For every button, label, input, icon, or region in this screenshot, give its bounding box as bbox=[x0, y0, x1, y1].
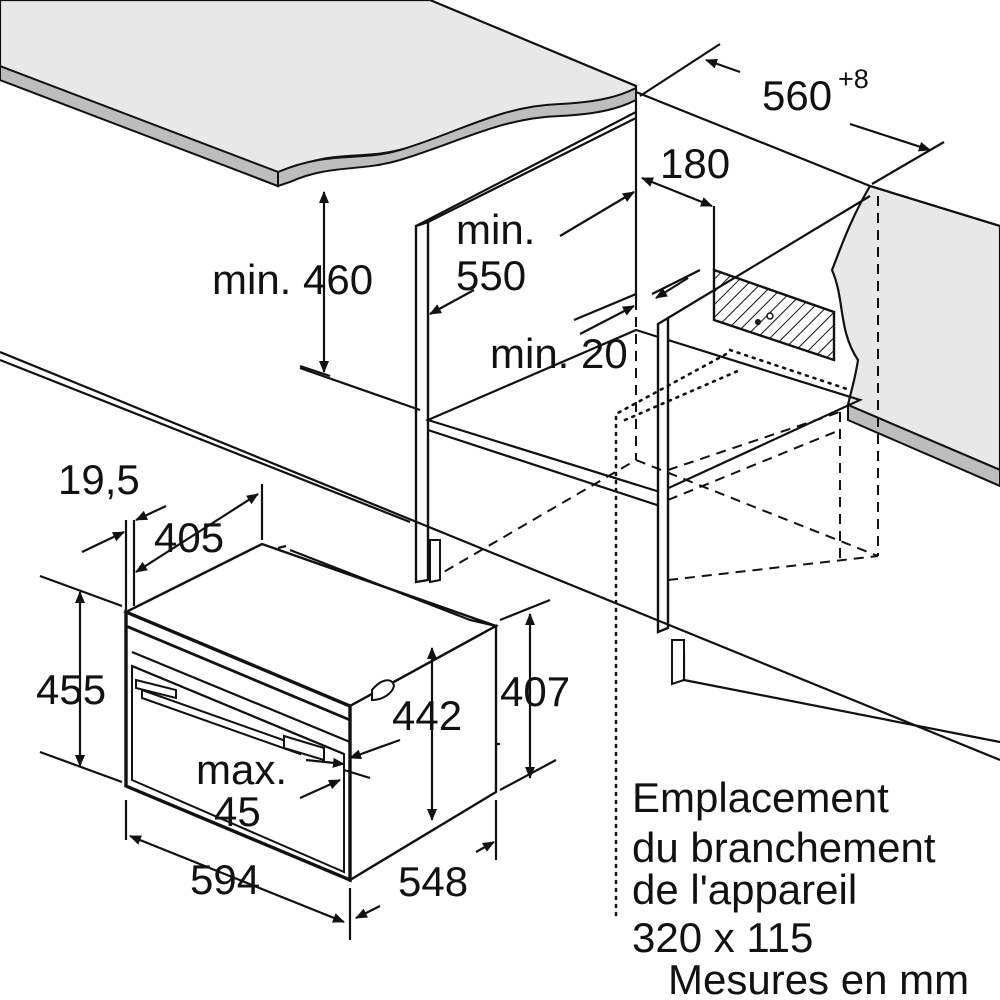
dim-max-45-label: max. bbox=[196, 746, 287, 793]
dim-560-tolerance: +8 bbox=[838, 64, 869, 94]
countertop-left bbox=[0, 0, 638, 188]
cabinet-niche bbox=[0, 100, 1000, 762]
dim-407: 407 bbox=[500, 668, 570, 715]
dim-455: 455 bbox=[36, 666, 106, 713]
dimension-lines bbox=[39, 43, 945, 940]
dim-min-550-label: min. bbox=[456, 206, 535, 253]
connection-box bbox=[712, 268, 836, 362]
dim-548: 548 bbox=[398, 858, 468, 905]
connection-zone-outline bbox=[614, 348, 852, 917]
oven bbox=[123, 542, 500, 883]
dim-min-550-value: 550 bbox=[456, 252, 526, 299]
dim-min-20: min. 20 bbox=[490, 330, 628, 377]
dim-442: 442 bbox=[392, 692, 462, 739]
dim-min-460: min. 460 bbox=[212, 256, 373, 303]
dim-405: 405 bbox=[154, 514, 224, 561]
dim-180: 180 bbox=[660, 140, 730, 187]
dim-max-45-value: 45 bbox=[214, 788, 261, 835]
countertop-right bbox=[635, 90, 1000, 488]
note-line-3: de l'appareil bbox=[632, 866, 857, 913]
dim-560: 560 bbox=[762, 72, 832, 119]
units-note: Mesures en mm bbox=[668, 956, 969, 1000]
note-line-4: 320 x 115 bbox=[632, 914, 813, 961]
dim-594: 594 bbox=[190, 856, 260, 903]
dim-19-5: 19,5 bbox=[58, 456, 140, 503]
note-line-1: Emplacement bbox=[632, 774, 889, 821]
note-line-2: du branchement bbox=[632, 824, 936, 871]
